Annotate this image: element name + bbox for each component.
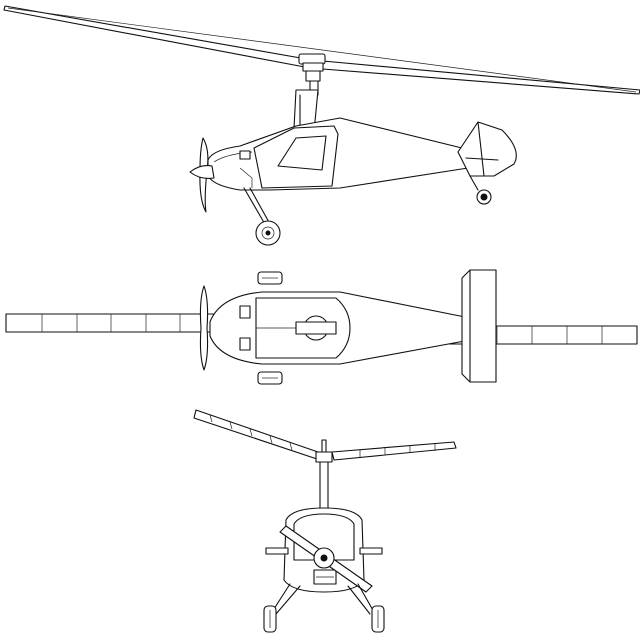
top-tail bbox=[461, 269, 497, 383]
side-propeller bbox=[189, 137, 215, 213]
top-view bbox=[5, 269, 638, 385]
top-wheels bbox=[257, 271, 283, 385]
front-propeller bbox=[279, 525, 373, 593]
side-rotor-blade bbox=[3, 5, 640, 95]
front-landing-gear bbox=[263, 583, 385, 633]
front-stabilizer bbox=[265, 547, 383, 555]
side-fuselage bbox=[207, 117, 479, 191]
front-rotor-blade-left bbox=[193, 409, 321, 461]
side-tail bbox=[457, 121, 517, 205]
side-landing-gear bbox=[243, 187, 281, 246]
top-propeller bbox=[199, 285, 209, 371]
front-rotor-mast bbox=[315, 439, 333, 517]
side-view bbox=[3, 5, 640, 246]
top-fuselage bbox=[209, 291, 471, 365]
front-rotor-blade-right bbox=[331, 441, 457, 461]
front-view bbox=[193, 409, 457, 633]
